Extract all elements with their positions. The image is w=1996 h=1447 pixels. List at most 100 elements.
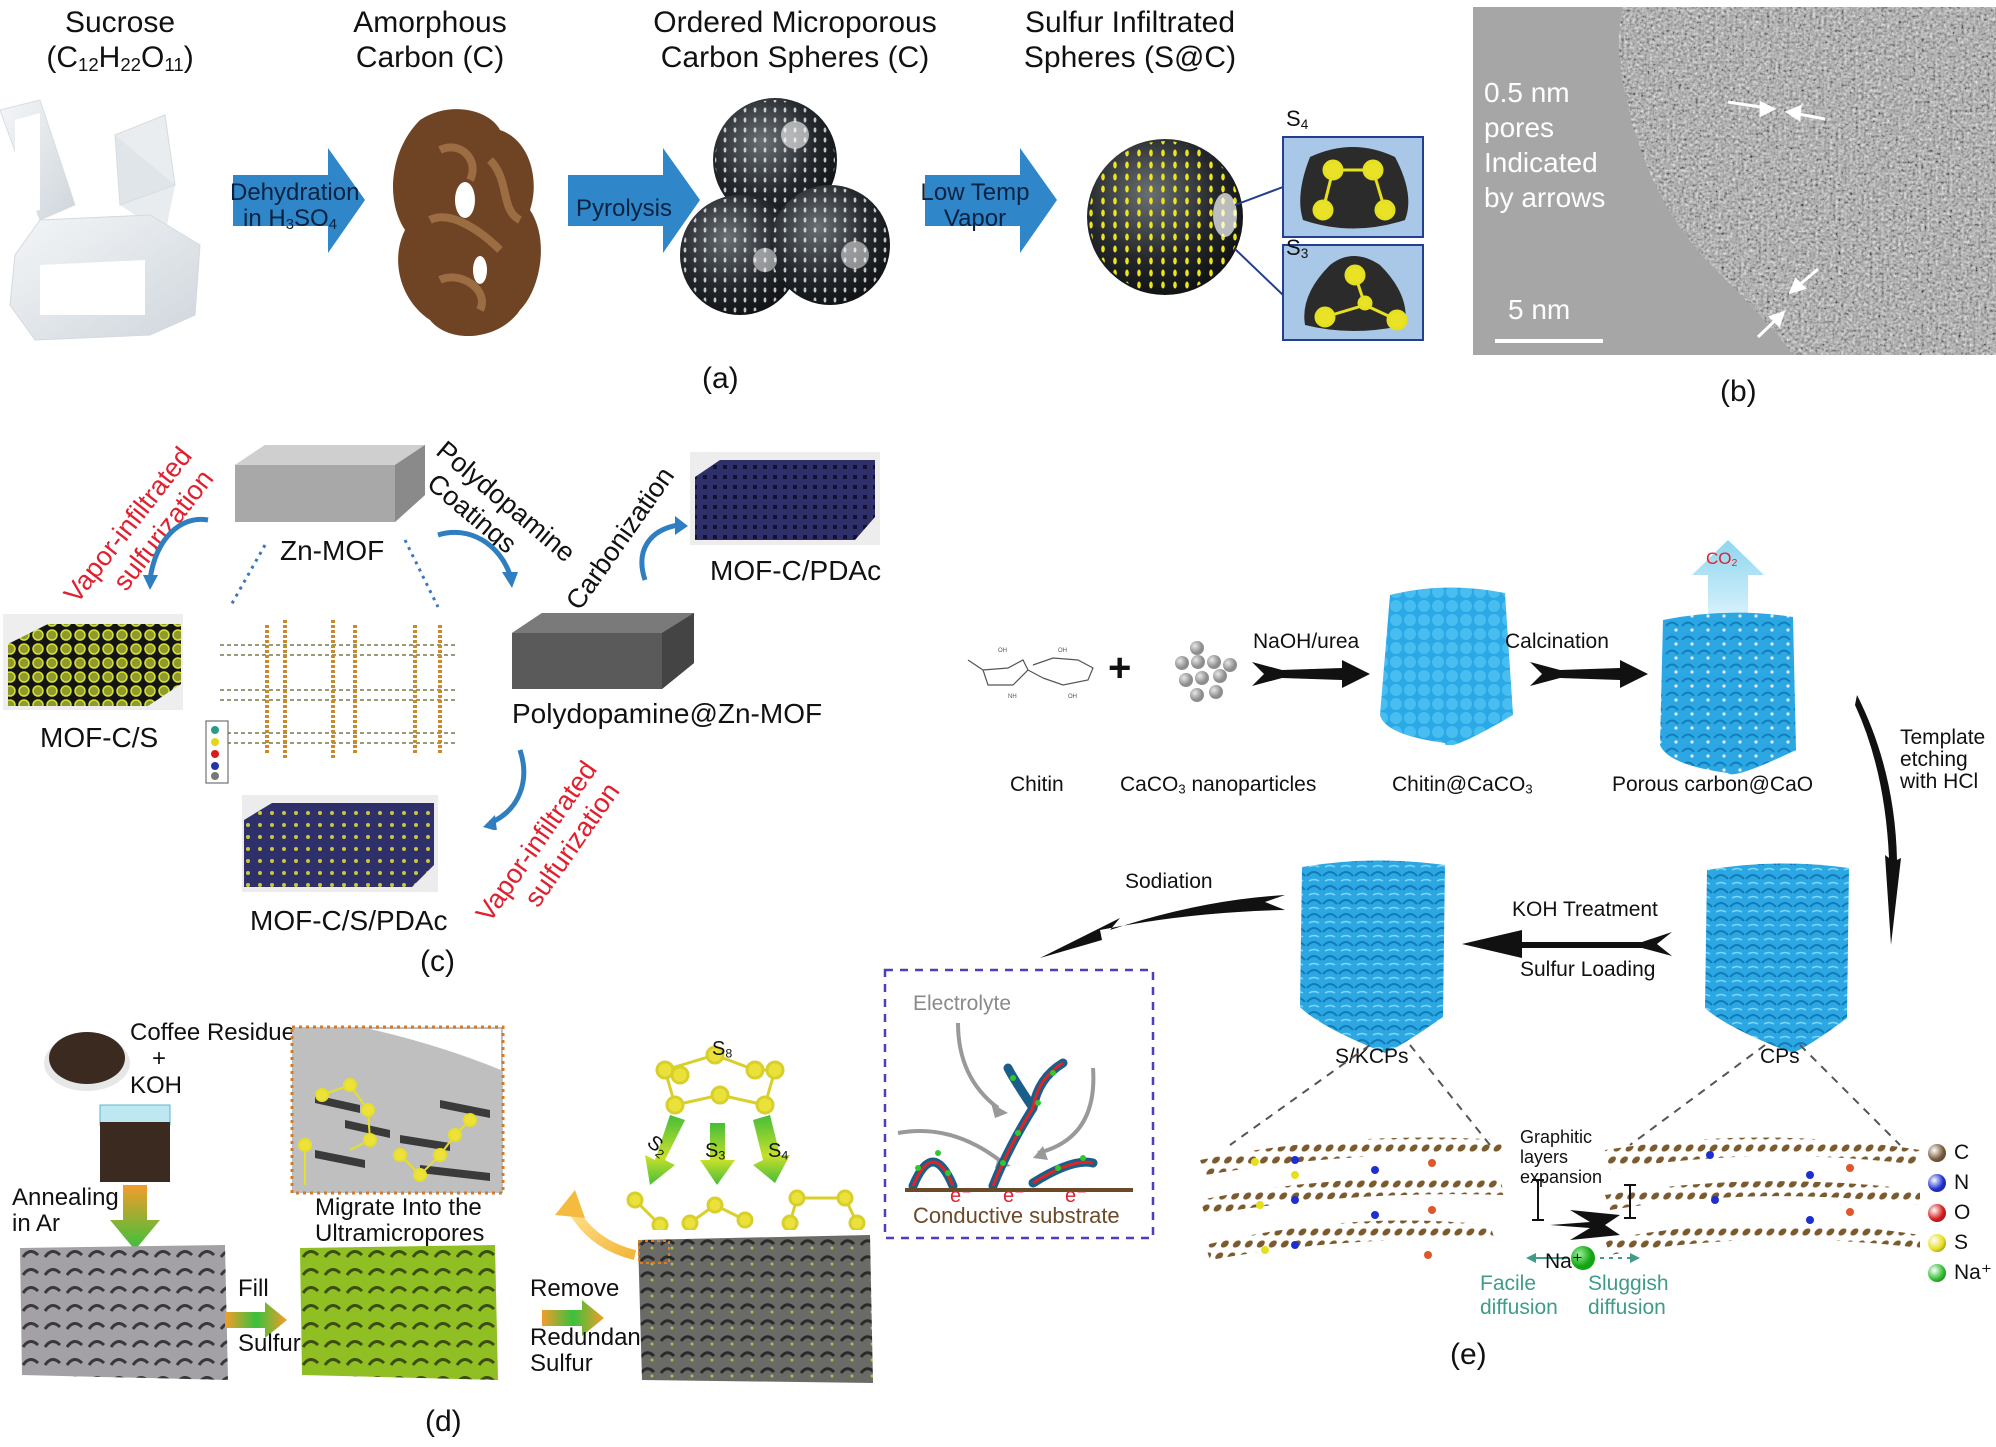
label-line: Sulfur <box>530 1350 593 1378</box>
mof-cs-pdac-label: MOF-C/S/PDAc <box>250 905 448 936</box>
s4-label: S4 <box>768 1140 789 1163</box>
svg-text:OH: OH <box>1058 648 1067 654</box>
label-line: Sluggish <box>1588 1272 1669 1295</box>
arrow-line-formula: in H3SO4 <box>243 205 337 234</box>
mof-c-pdac-label: MOF-C/PDAc <box>710 555 882 586</box>
sulfur-loading-label: Sulfur Loading <box>1520 958 1656 981</box>
fill-arrow <box>225 1302 287 1338</box>
template-etching-label: Template etching with HCl <box>1900 726 1986 794</box>
coffee-residue-bowl <box>44 1032 130 1091</box>
sodiation-label: Sodiation <box>1125 870 1213 893</box>
sluggish-diffusion-label: Sluggish diffusion <box>1588 1272 1669 1320</box>
label-line: diffusion <box>1480 1296 1558 1320</box>
low-temp-vapor-label: Low Temp Vapor <box>920 179 1030 233</box>
porous-carbon-cao-cube <box>1660 540 1796 775</box>
svg-text:NH: NH <box>1008 694 1017 700</box>
polydopamine-zn-mof-block <box>512 613 694 689</box>
title-line: Carbon (C) <box>355 40 505 74</box>
atom-swatch-icon <box>1928 1234 1946 1252</box>
legend-label: O <box>1954 1201 1971 1224</box>
legend-label: Na⁺ <box>1954 1261 1992 1284</box>
chitin-structure: OH OH NH OH <box>967 648 1094 700</box>
annotation-line: Indicated <box>1484 147 1598 178</box>
title-line: Ordered Microporous <box>653 6 937 39</box>
arrow-line: Low Temp <box>920 179 1030 206</box>
fill-label: Fill <box>238 1275 269 1302</box>
polydopamine-zn-mof-label: Polydopamine@Zn-MOF <box>512 698 823 729</box>
koh-treatment-label: KOH Treatment <box>1512 898 1658 921</box>
carbon-spheres-image <box>680 98 890 315</box>
svg-text:OH: OH <box>998 648 1007 654</box>
atom-legend-mini <box>205 720 229 784</box>
label-line: Coffee Residues <box>130 1019 307 1046</box>
sucrose-name: Sucrose <box>64 6 176 39</box>
title-line: Amorphous <box>353 6 507 39</box>
calcination-arrow <box>1530 660 1648 688</box>
atom-swatch-icon <box>1928 1204 1946 1222</box>
graphitic-expansion-label: Graphitic layers expansion <box>1520 1127 1602 1187</box>
amorphous-carbon-image <box>393 109 541 337</box>
legend-label: N <box>1954 1171 1970 1194</box>
label-line: Graphitic <box>1520 1127 1593 1147</box>
title-line: Carbon Spheres (C) <box>660 40 930 74</box>
sulfur-sphere-image <box>1087 136 1424 341</box>
svg-text:OH: OH <box>1068 694 1077 700</box>
annealing-label: Annealing in Ar <box>12 1184 119 1238</box>
zn-mof-block <box>235 445 425 522</box>
s4-inset-label: S4 <box>1286 106 1309 132</box>
legend-item: Na⁺ <box>1928 1258 1992 1288</box>
graphitic-layers <box>1200 1137 1920 1270</box>
zn-mof-label: Zn-MOF <box>280 535 385 566</box>
curved-arrow-icon <box>143 516 209 590</box>
naoh-urea-label: NaOH/urea <box>1253 630 1360 653</box>
amorphous-carbon-title: Amorphous Carbon (C) <box>330 6 530 75</box>
electrolyte-inset-box <box>883 968 1155 1240</box>
s8-molecule-breakdown <box>626 1045 866 1230</box>
scale-bar-label: 5 nm <box>1508 294 1571 325</box>
dehydration-label: Dehydration in H3SO4 <box>230 179 360 234</box>
ordered-carbon-title: Ordered Microporous Carbon Spheres (C) <box>640 6 950 75</box>
legend-label: S <box>1954 1231 1969 1254</box>
remove-label: Remove <box>530 1275 620 1302</box>
migrate-label: Migrate Into the Ultramicropores <box>315 1194 485 1248</box>
panel-c-label: (c) <box>420 945 455 978</box>
arrow-line: Vapor <box>943 205 1007 233</box>
label-line: in Ar <box>12 1210 61 1238</box>
etching-curved-arrow <box>1855 695 1901 945</box>
remove-arrow <box>542 1300 604 1336</box>
coffee-koh-label: Coffee Residues + KOH <box>130 1019 307 1099</box>
label-line: Migrate Into the <box>315 1194 482 1221</box>
label-line: Template <box>1900 726 1986 749</box>
annotation-line: by arrows <box>1484 182 1606 213</box>
pyrolysis-label: Pyrolysis <box>576 195 673 222</box>
redundant-sulfur-label: Redundant Sulfur <box>530 1324 648 1378</box>
conductive-substrate-label: Conductive substrate <box>913 1203 1120 1228</box>
low-temp-vapor-arrow <box>925 148 1057 253</box>
mof-crystal-structure <box>220 620 455 760</box>
title-line: Sulfur Infiltrated <box>1024 6 1236 39</box>
sucrose-formula: (C12H22O11) <box>46 40 194 75</box>
atom-swatch-icon <box>1928 1144 1946 1162</box>
chitin-caco3-label: Chitin@CaCO3 <box>1392 773 1533 797</box>
electrolyte-label: Electrolyte <box>913 992 1012 1015</box>
zoom-curved-arrow <box>555 1190 637 1260</box>
chitin-caco3-cube <box>1380 587 1513 745</box>
s8-label: S8 <box>712 1038 733 1061</box>
koh-arrow <box>1462 930 1672 958</box>
electron-label: e⁻ <box>1003 1185 1025 1207</box>
label-line: KOH <box>130 1071 183 1099</box>
caco3-label: CaCO3 nanoparticles <box>1120 773 1317 797</box>
mof-cs-image <box>3 614 183 710</box>
title-line: Spheres (S@C) <box>1023 40 1237 74</box>
zoom-dashed-lines <box>1229 1044 1901 1146</box>
label-line: Facile <box>1480 1272 1537 1295</box>
label-line: Redundant <box>530 1324 648 1351</box>
label-line: etching <box>1900 748 1968 772</box>
label-line: Ultramicropores <box>315 1220 485 1248</box>
arrow-line: Dehydration <box>230 179 360 206</box>
sodiation-curved-arrow <box>1040 895 1285 958</box>
curved-arrow-icon <box>483 749 527 830</box>
sulfur-filled-carbon-image <box>300 1245 498 1380</box>
label-line: with HCl <box>1900 770 1979 794</box>
